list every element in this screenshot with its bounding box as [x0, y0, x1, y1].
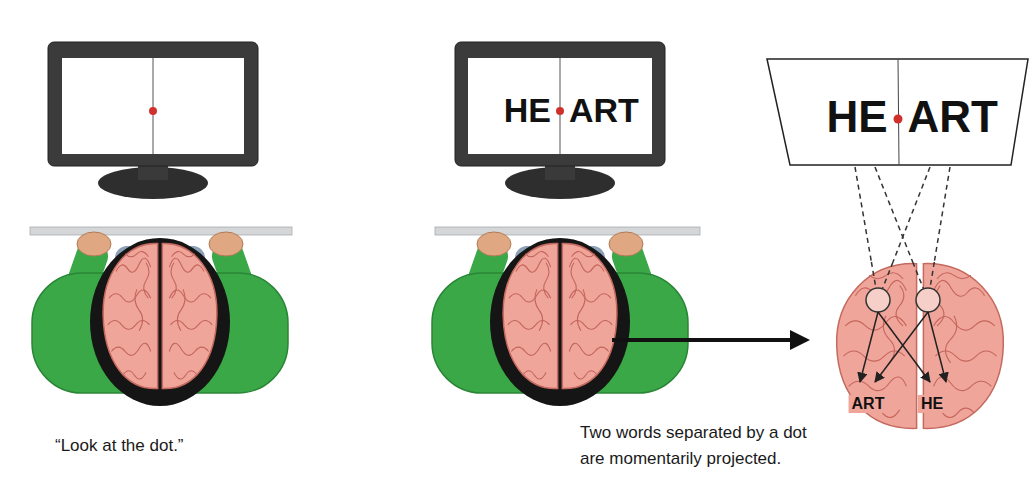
neural-path [928, 312, 946, 382]
monitor-bezel [455, 42, 665, 166]
fixation-dot [894, 115, 903, 124]
visual-path [875, 167, 913, 262]
neural-path [878, 312, 930, 382]
projection-panel: HE ART [765, 57, 1030, 167]
word-text: HE [826, 95, 887, 139]
visual-path [893, 167, 930, 262]
word-text: HE [918, 395, 946, 413]
fixation-dot [556, 107, 564, 115]
caption: Two words separated by a dot are momenta… [580, 420, 820, 471]
visual-path [913, 262, 924, 289]
desk-edge [435, 227, 700, 235]
screen-display: HE ART [468, 62, 652, 158]
visual-path [882, 262, 893, 289]
screen-divider [560, 58, 561, 154]
zoom-arrow-head [790, 330, 810, 350]
screen-divider [153, 58, 154, 154]
panel-outline [767, 59, 1028, 165]
zoom-arrow [612, 338, 792, 342]
fixation-dot [149, 107, 157, 115]
word-text: ART [569, 93, 639, 127]
neural-path [860, 312, 878, 382]
eye-circle [866, 288, 890, 312]
word-text: HE [504, 93, 551, 127]
word-text: ART [849, 395, 888, 413]
visual-path [855, 167, 871, 262]
screen-divider [898, 59, 899, 165]
visual-path [871, 262, 876, 288]
word-text: ART [908, 95, 998, 139]
desk-edge [30, 227, 292, 235]
visual-path [930, 262, 934, 288]
person-top-view [32, 232, 288, 406]
monitor-screen [62, 58, 244, 154]
brain-region: ART HE [835, 262, 1005, 430]
monitor-screen [468, 58, 652, 154]
monitor-bezel [48, 42, 258, 166]
visual-path [934, 167, 950, 262]
neural-path [875, 312, 928, 382]
eye-circle [916, 288, 940, 312]
caption: “Look at the dot.” [55, 433, 184, 459]
person-top-view [432, 232, 688, 406]
brain [837, 264, 1004, 429]
